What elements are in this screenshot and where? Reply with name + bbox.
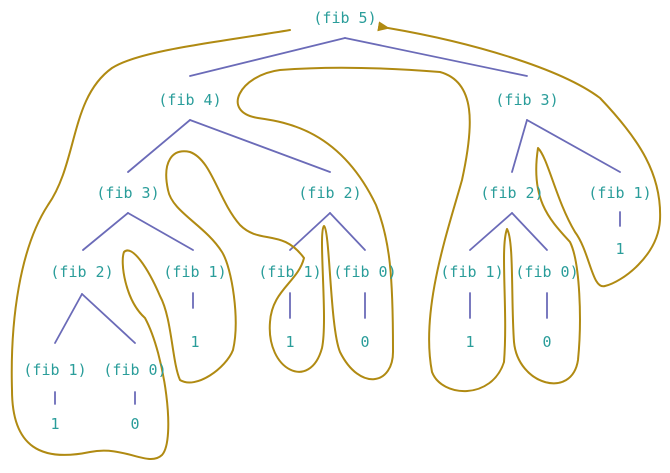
edge-fib3r-fib2	[511, 119, 528, 173]
edge-fib5-fib4	[189, 37, 346, 77]
node-fib0-d: (fib 0)	[103, 361, 166, 379]
node-fib0-b: (fib 0)	[333, 263, 396, 281]
node-fib0-c: (fib 0)	[515, 263, 578, 281]
value-0-b: 0	[360, 333, 369, 351]
edge-fib5-fib3	[344, 37, 528, 77]
edge-fib2-fib0-left	[81, 293, 136, 344]
node-fib1-a: (fib 1)	[163, 263, 226, 281]
edge-fib2r-fib1	[469, 212, 513, 251]
edge-fib3r-fib1	[526, 119, 621, 173]
edge-fib2r-fib0	[511, 212, 548, 251]
node-fib2-right: (fib 2)	[480, 184, 543, 202]
value-0-d: 0	[130, 415, 139, 433]
value-1-c: 1	[465, 333, 474, 351]
node-fib3-right: (fib 3)	[495, 91, 558, 109]
node-fib1-right: (fib 1)	[588, 184, 651, 202]
node-fib3-left: (fib 3)	[96, 184, 159, 202]
edge-fib2m-fib0	[329, 212, 366, 251]
node-fib2-middle: (fib 2)	[298, 184, 361, 202]
edge-fib4-fib3	[127, 119, 191, 173]
edge-fib4-fib2	[189, 119, 331, 173]
value-1-a: 1	[190, 333, 199, 351]
node-fib1-c: (fib 1)	[440, 263, 503, 281]
leaf-values: 1 0 1 1 0 1 0 1	[50, 240, 624, 433]
value-0-c: 0	[542, 333, 551, 351]
edge-fib3-fib1	[127, 212, 194, 251]
value-1-d: 1	[50, 415, 59, 433]
edge-fib2m-fib1	[289, 212, 331, 251]
tree-nodes: (fib 5) (fib 4) (fib 3) (fib 3) (fib 2) …	[23, 9, 651, 379]
tree-edges	[54, 37, 621, 405]
node-fib1-d: (fib 1)	[23, 361, 86, 379]
node-fib2-left: (fib 2)	[50, 263, 113, 281]
edge-fib2-fib1-left	[54, 293, 83, 344]
node-fib5: (fib 5)	[313, 9, 376, 27]
node-fib1-b: (fib 1)	[258, 263, 321, 281]
value-1-b: 1	[285, 333, 294, 351]
value-1-r: 1	[615, 240, 624, 258]
edge-fib3-fib2	[82, 212, 129, 251]
evaluation-trace-line	[10, 21, 662, 461]
node-fib4: (fib 4)	[158, 91, 221, 109]
